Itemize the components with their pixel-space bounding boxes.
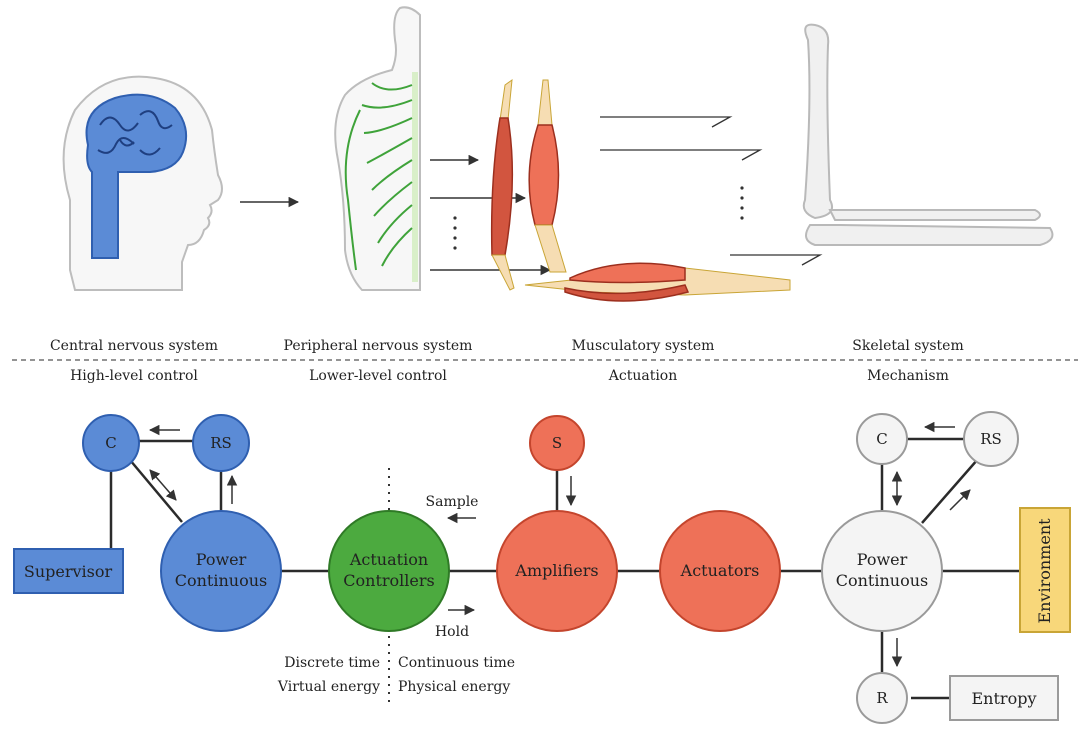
caption-lower-level: Lower-level control xyxy=(309,368,447,384)
node-c-left-label: C xyxy=(105,434,116,452)
node-power-left-label-1: Power xyxy=(196,550,247,569)
node-power-right-label-2: Continuous xyxy=(836,571,928,590)
node-amplifiers-label: Amplifiers xyxy=(514,561,598,580)
annotation-continuous-time: Continuous time xyxy=(398,655,515,671)
ellipsis-dots-2 xyxy=(740,186,744,220)
node-entropy: Entropy xyxy=(949,675,1059,721)
node-power-continuous-right: Power Continuous xyxy=(821,510,943,632)
node-rs-right-label: RS xyxy=(980,430,1002,448)
annotation-discrete-time: Discrete time xyxy=(284,655,380,671)
node-power-continuous-left: Power Continuous xyxy=(160,510,282,632)
annotation-physical-energy: Physical energy xyxy=(398,679,510,695)
node-r: R xyxy=(856,672,908,724)
node-c-right-label: C xyxy=(876,430,887,448)
node-amplifiers: Amplifiers xyxy=(496,510,618,632)
node-entropy-label: Entropy xyxy=(972,689,1037,708)
connection-lines xyxy=(109,437,1020,700)
annotation-virtual-energy: Virtual energy xyxy=(277,679,380,695)
muscle-to-bone-lines xyxy=(600,116,823,266)
muscles-illustration xyxy=(490,78,791,302)
node-supervisor-label: Supervisor xyxy=(24,562,113,581)
ellipsis-dots-1 xyxy=(453,216,457,250)
caption-mechanism: Mechanism xyxy=(867,368,949,384)
node-rs-left: RS xyxy=(192,414,250,472)
node-power-left-label-2: Continuous xyxy=(175,571,267,590)
torso-nerves-illustration xyxy=(334,6,421,291)
node-c-right: C xyxy=(856,413,908,465)
node-s-label: S xyxy=(552,434,562,452)
node-actuation-controllers: Actuation Controllers xyxy=(328,510,450,632)
node-actuators-label: Actuators xyxy=(680,561,760,580)
annotation-sample: Sample xyxy=(426,494,479,510)
caption-skeletal: Skeletal system xyxy=(852,338,964,354)
node-rs-left-label: RS xyxy=(210,434,232,452)
caption-cns: Central nervous system xyxy=(50,338,218,354)
caption-actuation: Actuation xyxy=(608,368,678,384)
node-actuators: Actuators xyxy=(659,510,781,632)
node-actctrl-label-1: Actuation xyxy=(349,550,428,569)
annotation-hold: Hold xyxy=(435,624,469,640)
node-actctrl-label-2: Controllers xyxy=(343,571,434,590)
caption-pns: Peripheral nervous system xyxy=(284,338,473,354)
skeleton-bones-illustration xyxy=(802,23,1054,246)
head-brain-illustration xyxy=(62,75,223,291)
caption-high-level: High-level control xyxy=(70,368,198,384)
node-s: S xyxy=(529,415,585,471)
node-supervisor: Supervisor xyxy=(13,548,124,594)
flow-arrows xyxy=(148,421,971,668)
node-environment: Environment xyxy=(1019,507,1071,633)
node-environment-label: Environment xyxy=(1035,518,1054,624)
caption-musculatory: Musculatory system xyxy=(572,338,715,354)
node-r-label: R xyxy=(876,689,888,707)
node-rs-right: RS xyxy=(963,411,1019,467)
node-power-right-label-1: Power xyxy=(857,550,908,569)
node-c-left: C xyxy=(82,414,140,472)
